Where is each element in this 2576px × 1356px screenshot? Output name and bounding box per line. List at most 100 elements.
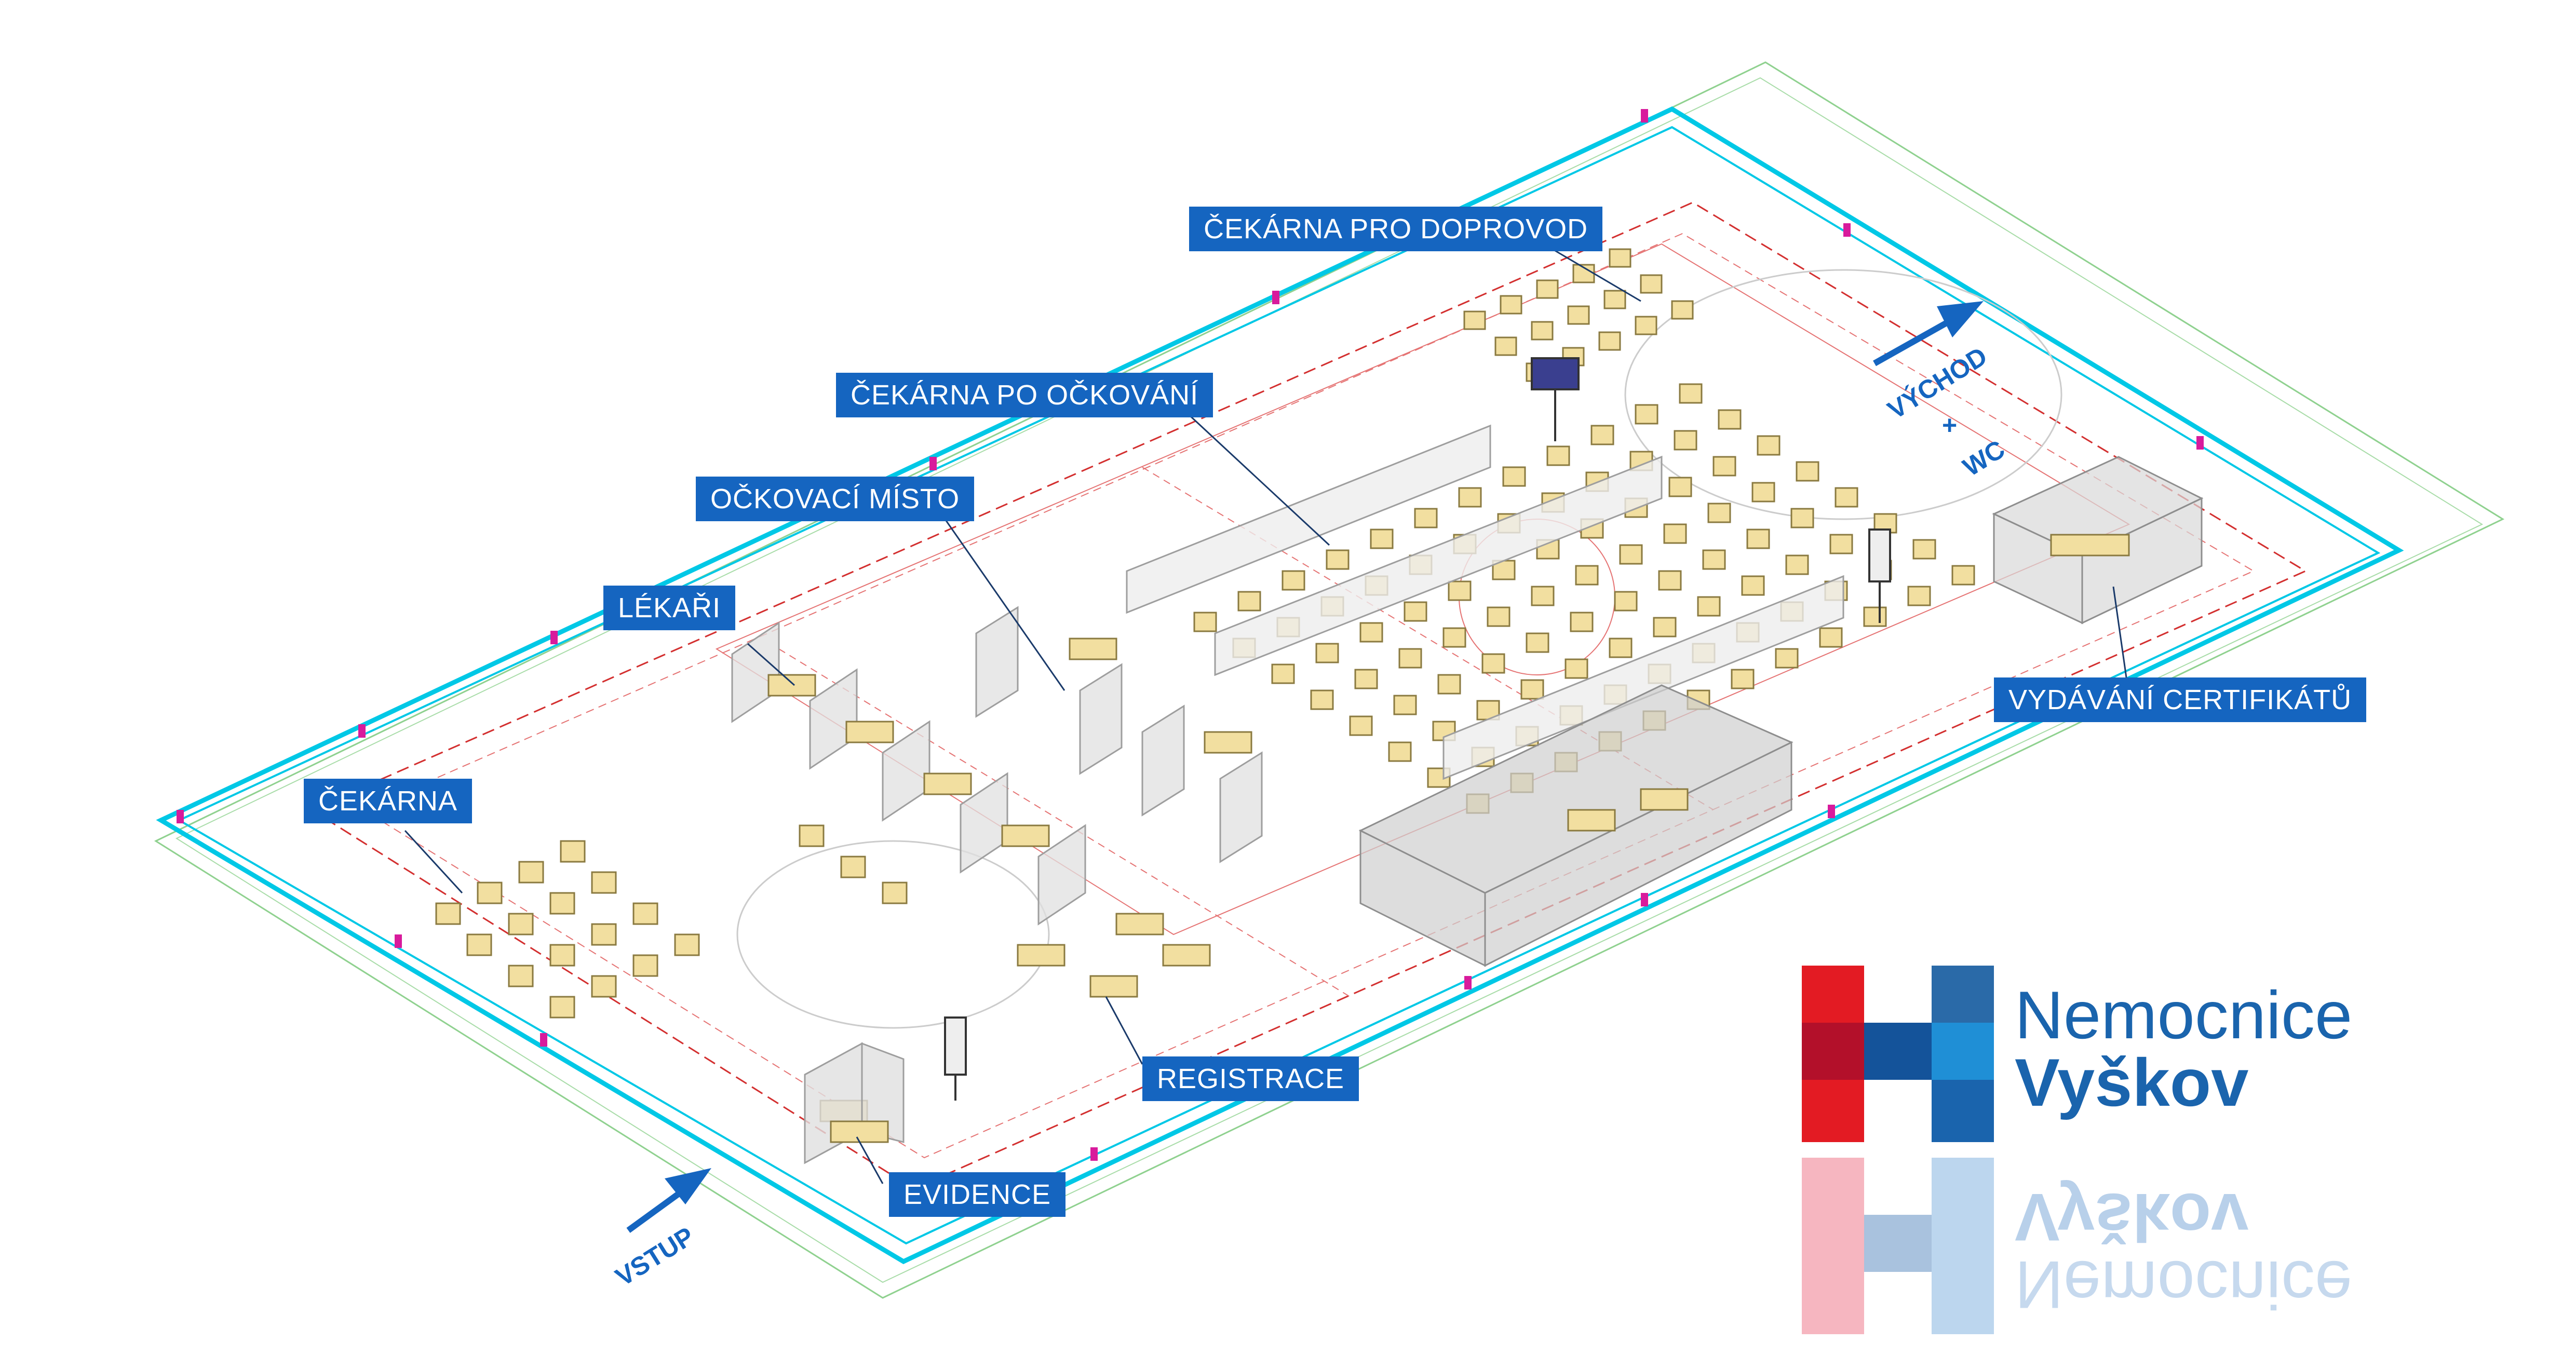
waiting-chair [1819, 627, 1843, 648]
entrance-arrow [626, 1186, 687, 1233]
waiting-chair [1590, 425, 1614, 445]
logo-name-line1: Nemocnice [2015, 977, 2353, 1053]
escort-waiting-chair [1531, 321, 1554, 341]
waiting-chair [1448, 580, 1472, 601]
waiting-chair [1442, 627, 1466, 648]
waiting-chair [1349, 715, 1373, 736]
waiting-chair [1731, 669, 1755, 689]
doctor-booths [731, 606, 1263, 926]
escort-waiting-chair [1494, 336, 1517, 356]
waiting-chairs-entrance [435, 824, 908, 1019]
label-evidence: EVIDENCE [889, 1172, 1066, 1217]
escort-waiting-chair [1500, 295, 1522, 315]
escort-waiting-chair [1598, 331, 1621, 351]
certificate-booth [1992, 456, 2204, 625]
waiting-chair [1414, 508, 1438, 528]
waiting-chair [1614, 591, 1638, 612]
label-cekarna: ČEKÁRNA [304, 779, 473, 824]
waiting-chair [1658, 570, 1682, 591]
waiting-chair [1635, 404, 1658, 425]
waiting-chair [1751, 482, 1775, 503]
hall-zone [309, 201, 2308, 1190]
logo-name-line1-reflection: Nemocnice [2015, 1247, 2353, 1323]
building-wall-outer [156, 106, 2404, 1265]
label-cekarna-pro-doprovod: ČEKÁRNA PRO DOPROVOD [1189, 207, 1603, 252]
hall-zone-2 [362, 233, 2255, 1159]
waiting-chair [1863, 606, 1887, 627]
waiting-chair [1712, 456, 1736, 477]
waiting-chair [1237, 591, 1261, 612]
waiting-chair [1668, 477, 1692, 497]
escort-waiting-chair [1635, 316, 1657, 335]
label-registrace: REGISTRACE [1142, 1056, 1359, 1102]
label-ockovaci-misto: OČKOVACÍ MÍSTO [696, 477, 975, 522]
exit-arrowhead [1937, 301, 1984, 337]
waiting-chair [1951, 565, 1975, 586]
waiting-chair [1829, 534, 1853, 554]
leader-lines [404, 248, 2130, 1184]
waiting-chair [1370, 528, 1394, 549]
evidence-booth [804, 1042, 905, 1164]
waiting-chair [1718, 409, 1742, 430]
logo-name-line2: Vyškov [2015, 1045, 2249, 1120]
waiting-chair [1310, 689, 1334, 710]
screen-stands [944, 357, 1891, 1101]
waiting-chair [1546, 445, 1570, 466]
waiting-chair [1388, 741, 1412, 762]
waiting-chair [1481, 653, 1505, 674]
waiting-chair [1785, 554, 1809, 575]
exit-plus-label: + [1942, 411, 1958, 440]
escort-waiting-chair [1567, 305, 1590, 325]
waiting-chair [1653, 617, 1677, 638]
escort-waiting-chair [1640, 274, 1663, 294]
evidence-desk [830, 1120, 889, 1143]
site-outline [154, 61, 2505, 1299]
waiting-chair [1775, 648, 1799, 669]
waiting-chair [1437, 674, 1461, 695]
waiting-chair [1746, 528, 1770, 549]
waiting-chair [1193, 612, 1217, 632]
waiting-chair [1271, 663, 1295, 684]
waiting-chair [1907, 586, 1931, 606]
certificate-desk [2050, 534, 2130, 557]
waiting-chair [1458, 487, 1482, 508]
label-vydavani-certifikatu: VYDÁVÁNÍ CERTIFIKÁTŮ [1994, 677, 2367, 723]
waiting-chair [1502, 466, 1526, 487]
escort-waiting-chair [1671, 300, 1694, 320]
waiting-chair [1398, 648, 1422, 669]
waiting-chair [1679, 383, 1703, 404]
waiting-chair [1282, 570, 1305, 591]
waiting-chair [1354, 669, 1378, 689]
waiting-chair [1835, 487, 1858, 508]
isolation-rooms [1358, 684, 1793, 967]
waiting-chair [1531, 586, 1555, 606]
waiting-chair [1315, 643, 1339, 663]
waiting-chair [1565, 658, 1588, 679]
waiting-chair [1326, 549, 1350, 570]
partition-walls [1126, 424, 1844, 780]
waiting-chair [1609, 638, 1633, 658]
waiting-chair [1663, 523, 1687, 544]
waiting-chair [1912, 539, 1936, 560]
waiting-chair [1702, 549, 1726, 570]
escort-waiting-chair [1536, 279, 1559, 299]
escort-waiting-chair [1463, 310, 1486, 330]
waiting-chair [1697, 596, 1721, 617]
waiting-chair [1359, 622, 1383, 643]
exit-arrow [1873, 314, 1959, 367]
entrance-arrowhead [665, 1168, 711, 1204]
hospital-logo-mark [1802, 966, 1994, 1334]
waiting-chair [1487, 606, 1510, 627]
isolation-furniture [1567, 788, 1689, 832]
waiting-chair [1393, 695, 1417, 715]
wall-markers [177, 109, 2204, 1161]
waiting-chair [1526, 632, 1549, 653]
logo-name-line2-reflection: Vyškov [2015, 1179, 2249, 1255]
waiting-chair [1674, 430, 1697, 451]
waiting-chair [1570, 612, 1594, 632]
label-lekari: LÉKAŘI [603, 586, 736, 631]
escort-waiting-chair [1609, 248, 1631, 268]
waiting-chair [1575, 565, 1599, 586]
